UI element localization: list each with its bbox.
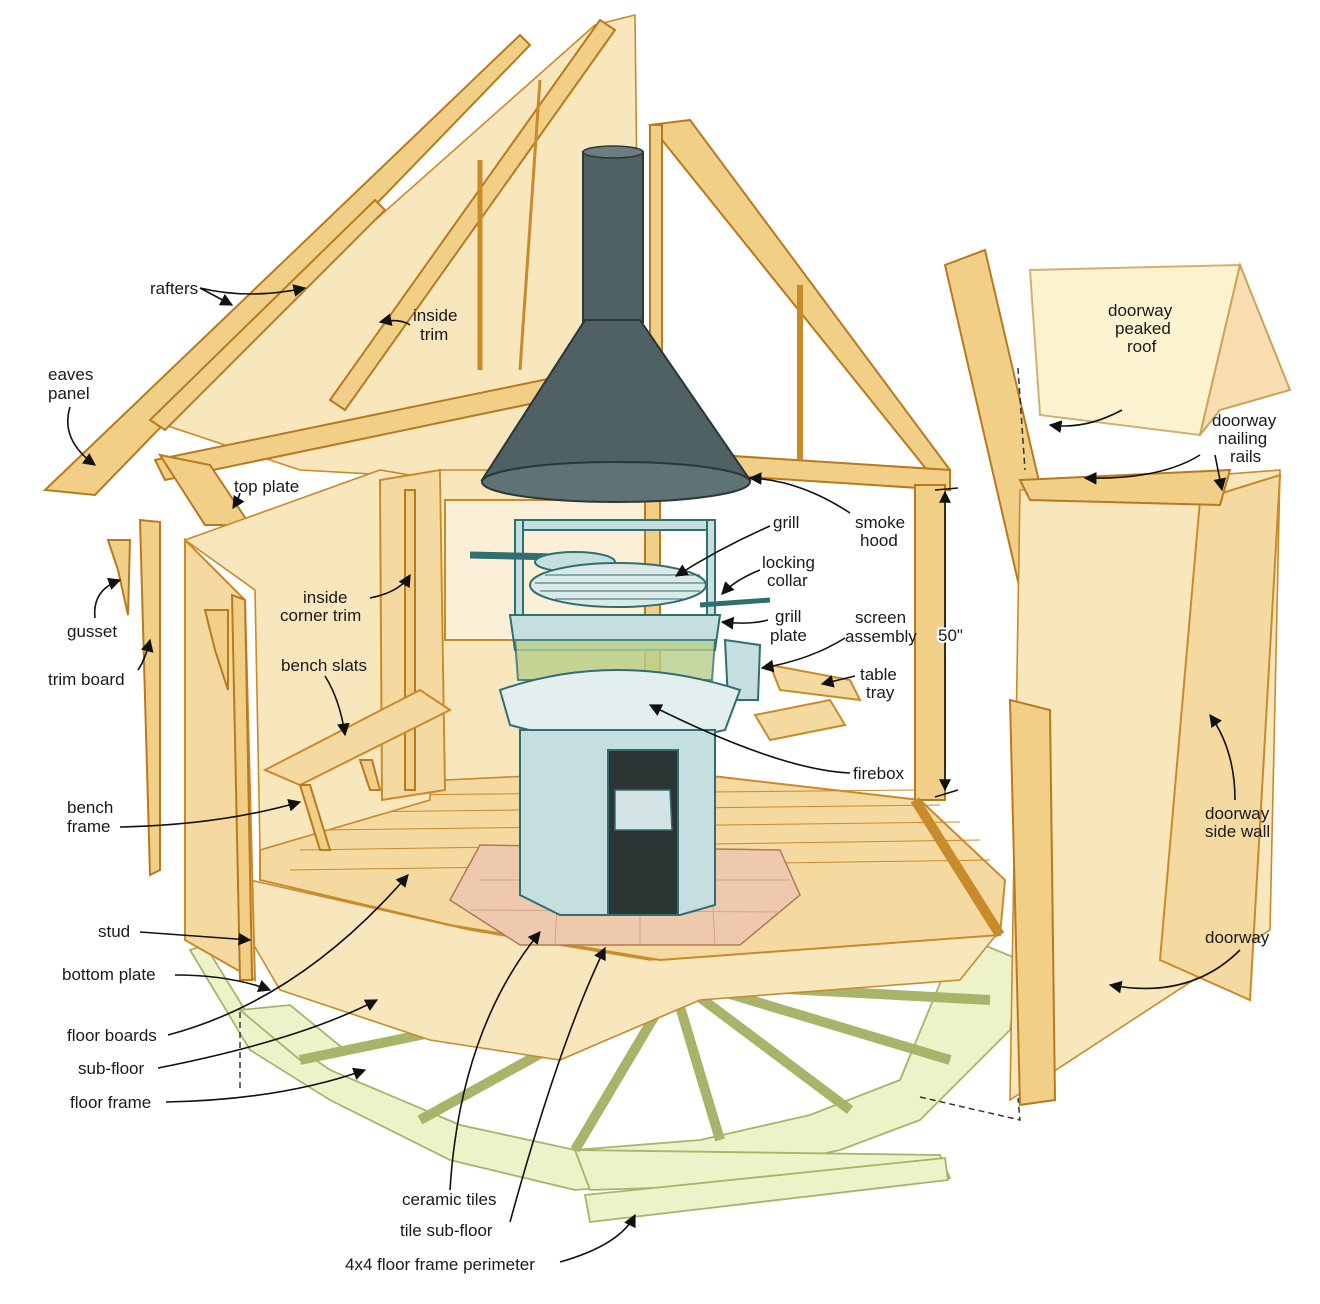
label-doorway-nailing-rails-line2: nailing: [1218, 429, 1267, 448]
label-bench-frame-line2: frame: [67, 817, 110, 836]
label-doorway-side-wall: doorway: [1205, 804, 1270, 823]
labels: rafters inside trim eaves panel top plat…: [48, 279, 1277, 1274]
label-trim-board: trim board: [48, 670, 125, 689]
label-stud: stud: [98, 922, 130, 941]
label-locking-collar: locking: [762, 553, 815, 572]
label-locking-collar-line2: collar: [767, 571, 808, 590]
smoke-hood: [480, 145, 752, 503]
label-height-dimension: 50": [938, 626, 963, 645]
label-smoke-hood: smoke: [855, 513, 905, 532]
label-floor-frame-perimeter: 4x4 floor frame perimeter: [345, 1255, 535, 1274]
label-eaves-panel: eaves: [48, 365, 93, 384]
label-top-plate: top plate: [234, 477, 299, 496]
gusset-and-trim: [106, 518, 229, 877]
label-doorway-nailing-rails-line3: rails: [1230, 447, 1261, 466]
label-grill-plate-line2: plate: [770, 626, 807, 645]
label-doorway-nailing-rails: doorway: [1212, 411, 1277, 430]
grill-assembly: [469, 519, 771, 916]
bench: [262, 688, 452, 851]
table-tray: [753, 663, 862, 742]
label-table-tray-line2: tray: [866, 683, 895, 702]
label-bottom-plate: bottom plate: [62, 965, 156, 984]
label-floor-frame: floor frame: [70, 1093, 151, 1112]
label-firebox: firebox: [853, 764, 905, 783]
label-rafters: rafters: [150, 279, 198, 298]
label-inside-trim-line2: trim: [420, 325, 448, 344]
label-smoke-hood-line2: hood: [860, 531, 898, 550]
label-eaves-panel-line2: panel: [48, 384, 90, 403]
label-floor-boards: floor boards: [67, 1026, 157, 1045]
label-screen-assembly-line2: assembly: [845, 627, 917, 646]
label-inside-trim: inside: [413, 306, 457, 325]
leader-lines: [66, 284, 1241, 1263]
label-doorway-peaked-roof-line2: peaked: [1115, 319, 1171, 338]
label-gusset: gusset: [67, 622, 117, 641]
label-sub-floor: sub-floor: [78, 1059, 144, 1078]
label-grill: grill: [773, 513, 799, 532]
label-doorway-peaked-roof-line3: roof: [1127, 337, 1157, 356]
doorway-structure: [943, 248, 1292, 1107]
label-grill-plate: grill: [775, 607, 801, 626]
floor-frame: [188, 933, 1021, 1223]
label-doorway-side-wall-line2: side wall: [1205, 822, 1270, 841]
label-doorway-peaked-roof: doorway: [1108, 301, 1173, 320]
label-table-tray: table: [860, 665, 897, 684]
label-bench-frame: bench: [67, 798, 113, 817]
right-dimension: [910, 484, 1005, 938]
label-tile-sub-floor: tile sub-floor: [400, 1221, 493, 1240]
sub-floor-panel: [244, 879, 1002, 1061]
left-roof-section: [42, 13, 647, 526]
label-inside-corner-trim: inside: [303, 588, 347, 607]
label-screen-assembly: screen: [855, 608, 906, 627]
label-ceramic-tiles: ceramic tiles: [402, 1190, 496, 1209]
label-bench-slats: bench slats: [281, 656, 367, 675]
label-inside-corner-trim-line2: corner trim: [280, 606, 361, 625]
label-doorway: doorway: [1205, 928, 1270, 947]
